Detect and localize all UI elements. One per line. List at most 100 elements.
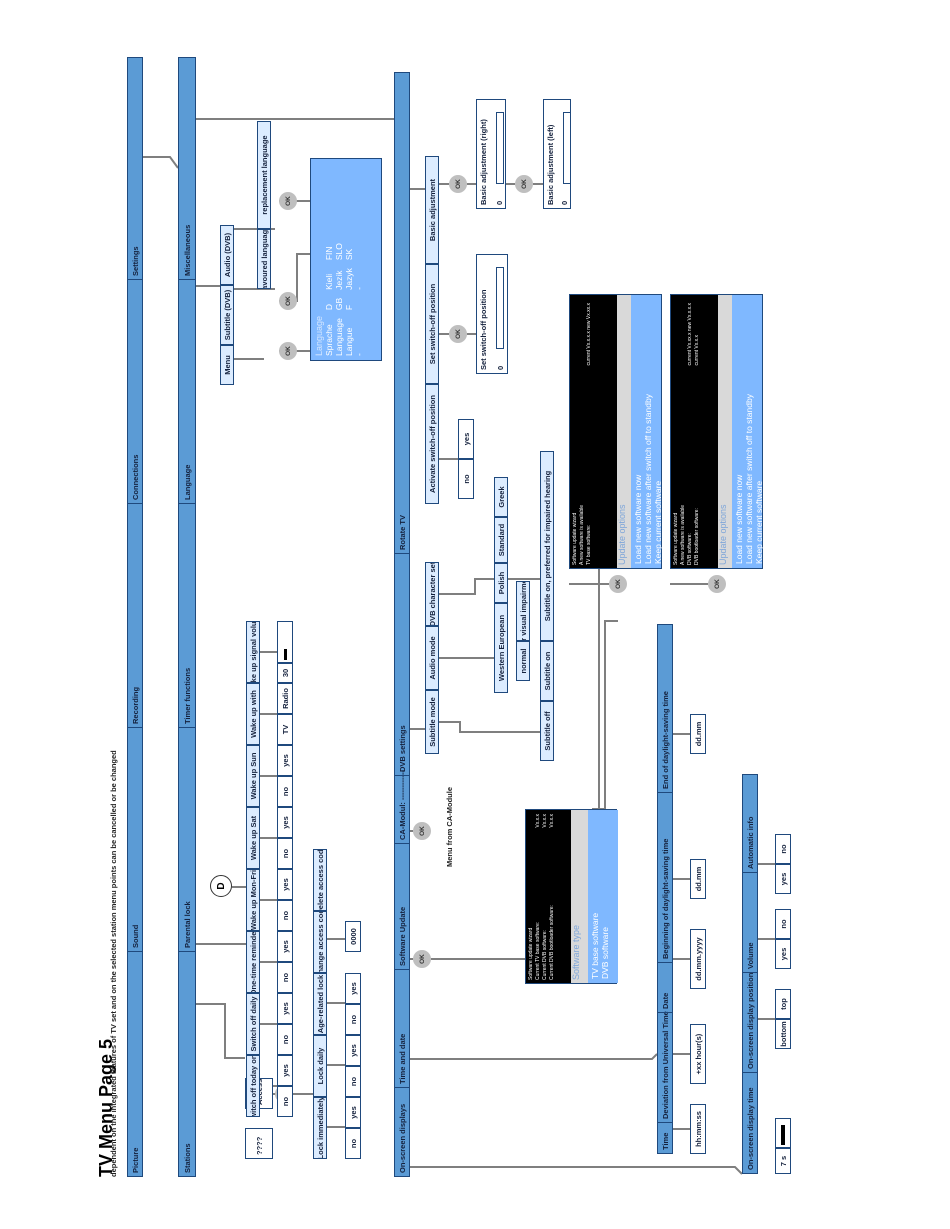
wizard-option[interactable]: Load new software now bbox=[633, 474, 643, 564]
timer-item-label[interactable]: Switch off today only bbox=[246, 1055, 260, 1117]
dst-begin-value[interactable]: dd.mm bbox=[690, 859, 706, 899]
charset-western[interactable]: Western European bbox=[494, 603, 508, 693]
deviation-value[interactable]: +xx hour(s) bbox=[690, 1024, 706, 1084]
main-menu-bar-item[interactable]: Recording bbox=[128, 504, 142, 728]
osd-time-slider[interactable] bbox=[775, 1118, 791, 1148]
audio-mode-label[interactable]: Audio mode bbox=[425, 626, 439, 690]
settings-menu-bar-item[interactable]: Stations bbox=[182, 1143, 192, 1173]
subtitle-impaired[interactable]: Subtitle on, preferred for impaired hear… bbox=[540, 451, 554, 641]
charset-standard[interactable]: Standard bbox=[494, 517, 508, 563]
language-option[interactable]: F bbox=[344, 304, 354, 311]
time-date-bar-item[interactable]: Beginning of daylight-saving time bbox=[658, 793, 672, 963]
timer-item-label[interactable]: One-time reminder bbox=[246, 931, 260, 993]
charset-label[interactable]: DVB character set bbox=[425, 562, 439, 626]
misc-menu-bar-item[interactable]: On-screen displays bbox=[397, 1103, 407, 1173]
settings-menu-bar-item[interactable]: Language bbox=[179, 280, 195, 504]
time-date-bar-item[interactable]: Date bbox=[658, 963, 672, 1013]
settings-menu-bar-item[interactable]: Parental lock bbox=[179, 728, 195, 952]
language-option[interactable]: SLO bbox=[334, 243, 344, 261]
timer-option-0[interactable]: no bbox=[277, 1024, 293, 1055]
misc-menu-bar-item[interactable]: Rotate TV bbox=[395, 71, 409, 554]
wizard-option[interactable]: DVB software bbox=[600, 927, 610, 979]
subtitle-off[interactable]: Subtitle off bbox=[540, 701, 554, 761]
osd-position-bottom[interactable]: bottom bbox=[775, 1019, 791, 1049]
ok-button[interactable]: OK bbox=[515, 175, 533, 193]
delete-code-label[interactable]: Delete access code bbox=[313, 849, 327, 911]
audio-visual[interactable]: For visual impairment bbox=[516, 581, 530, 641]
misc-menu-bar-item[interactable]: CA-Modul: ------------ bbox=[395, 770, 409, 844]
favoured-language-label[interactable]: favoured language bbox=[257, 229, 271, 289]
ok-button[interactable]: OK bbox=[449, 175, 467, 193]
audio-normal[interactable]: normal bbox=[516, 641, 530, 681]
age-lock-label[interactable]: Age-related lock bbox=[313, 973, 327, 1035]
timer-option-0[interactable]: no bbox=[277, 900, 293, 931]
settings-menu-bar-item[interactable]: Timer functions bbox=[179, 504, 195, 728]
osd-time-value[interactable]: 7 s bbox=[775, 1148, 791, 1174]
timer-option-0[interactable]: no bbox=[277, 1086, 293, 1117]
timer-item-label[interactable]: Wake up Sat bbox=[246, 807, 260, 869]
timer-option-0[interactable]: no bbox=[277, 838, 293, 869]
lock-daily-yes[interactable]: yes bbox=[345, 1035, 361, 1066]
wizard-option[interactable]: Keep current software bbox=[754, 480, 764, 564]
change-code-label[interactable]: Change access code bbox=[313, 911, 327, 973]
replacement-language-label[interactable]: replacement language bbox=[257, 121, 271, 229]
misc-menu-bar-item[interactable]: DVB settings bbox=[395, 554, 409, 776]
lock-immediately-yes[interactable]: yes bbox=[345, 1097, 361, 1128]
dst-end-value[interactable]: dd.mm bbox=[690, 714, 706, 754]
language-option[interactable]: Kieli bbox=[324, 273, 334, 290]
language-option[interactable]: D bbox=[324, 304, 334, 311]
language-option[interactable]: GB bbox=[334, 297, 344, 311]
osd-position-top[interactable]: top bbox=[775, 989, 791, 1019]
lock-daily-no[interactable]: no bbox=[345, 1066, 361, 1097]
timer-option-0[interactable]: no bbox=[277, 776, 293, 807]
ok-button[interactable]: OK bbox=[279, 192, 297, 210]
wizard-option[interactable]: Load new software after switch off to st… bbox=[744, 394, 754, 564]
language-option[interactable]: Jazyk bbox=[344, 268, 354, 290]
activate-switch-off-label[interactable]: Activate switch-off position bbox=[425, 384, 439, 504]
charset-greek[interactable]: Greek bbox=[494, 477, 508, 517]
timer-option-1[interactable]: Radio bbox=[277, 683, 293, 714]
ok-button[interactable]: OK bbox=[279, 292, 297, 310]
audio-dvb-label[interactable]: Audio (DVB) bbox=[220, 225, 234, 285]
auto-info-yes[interactable]: yes bbox=[775, 864, 791, 894]
lock-daily-label[interactable]: Lock daily bbox=[313, 1035, 327, 1097]
language-option[interactable] bbox=[354, 235, 364, 260]
language-option[interactable]: FIN bbox=[324, 246, 334, 261]
age-lock-no[interactable]: no bbox=[345, 1004, 361, 1035]
timer-item-label[interactable]: Wake up with bbox=[246, 683, 260, 745]
volume-yes[interactable]: yes bbox=[775, 939, 791, 969]
ok-button[interactable]: OK bbox=[413, 822, 431, 840]
timer-item-label[interactable]: Wake up Sun bbox=[246, 745, 260, 807]
timer-option-1[interactable]: yes bbox=[277, 807, 293, 838]
main-menu-bar-item[interactable]: Sound bbox=[128, 728, 142, 952]
time-date-bar-item[interactable]: End of daylight-saving time bbox=[658, 623, 672, 793]
language-option[interactable]: Sprache bbox=[324, 324, 334, 356]
timer-option-0[interactable]: TV bbox=[277, 714, 293, 745]
language-option[interactable]: SK bbox=[344, 248, 354, 261]
basic-adjustment-label[interactable]: Basic adjustment bbox=[425, 156, 439, 264]
change-code-value[interactable]: 0000 bbox=[345, 921, 361, 952]
main-menu-bar-item[interactable]: Picture bbox=[130, 1147, 140, 1173]
time-date-bar-item[interactable]: Time bbox=[660, 1132, 670, 1150]
position-slider[interactable] bbox=[563, 112, 571, 184]
charset-polish[interactable]: Polish bbox=[494, 563, 508, 603]
timer-item-label[interactable]: Wake up Mon-Fri bbox=[246, 869, 260, 931]
ok-button[interactable]: OK bbox=[279, 342, 297, 360]
main-menu-bar-item[interactable]: Settings bbox=[128, 56, 142, 280]
age-lock-yes[interactable]: yes bbox=[345, 973, 361, 1004]
date-value[interactable]: dd.mm.yyyy bbox=[690, 929, 706, 989]
wizard-option[interactable]: Load new software after switch off to st… bbox=[643, 394, 653, 564]
ok-button[interactable]: OK bbox=[413, 950, 431, 968]
subtitle-mode-label[interactable]: Subtitle mode bbox=[425, 690, 439, 754]
misc-menu-bar-item[interactable]: Time and date bbox=[395, 970, 409, 1088]
language-option[interactable] bbox=[354, 290, 364, 310]
access-code-value[interactable]: ???? bbox=[245, 1128, 273, 1159]
wizard-option[interactable]: Load new software now bbox=[734, 474, 744, 564]
timer-item-label[interactable]: Wake up signal volume bbox=[246, 621, 260, 683]
osd-bar-item[interactable]: Volume bbox=[743, 873, 757, 973]
subtitle-on[interactable]: Subtitle on bbox=[540, 641, 554, 701]
timer-option-1[interactable]: yes bbox=[277, 993, 293, 1024]
timer-option-1[interactable]: yes bbox=[277, 869, 293, 900]
volume-slider[interactable] bbox=[277, 621, 293, 663]
activate-no[interactable]: no bbox=[458, 459, 474, 499]
